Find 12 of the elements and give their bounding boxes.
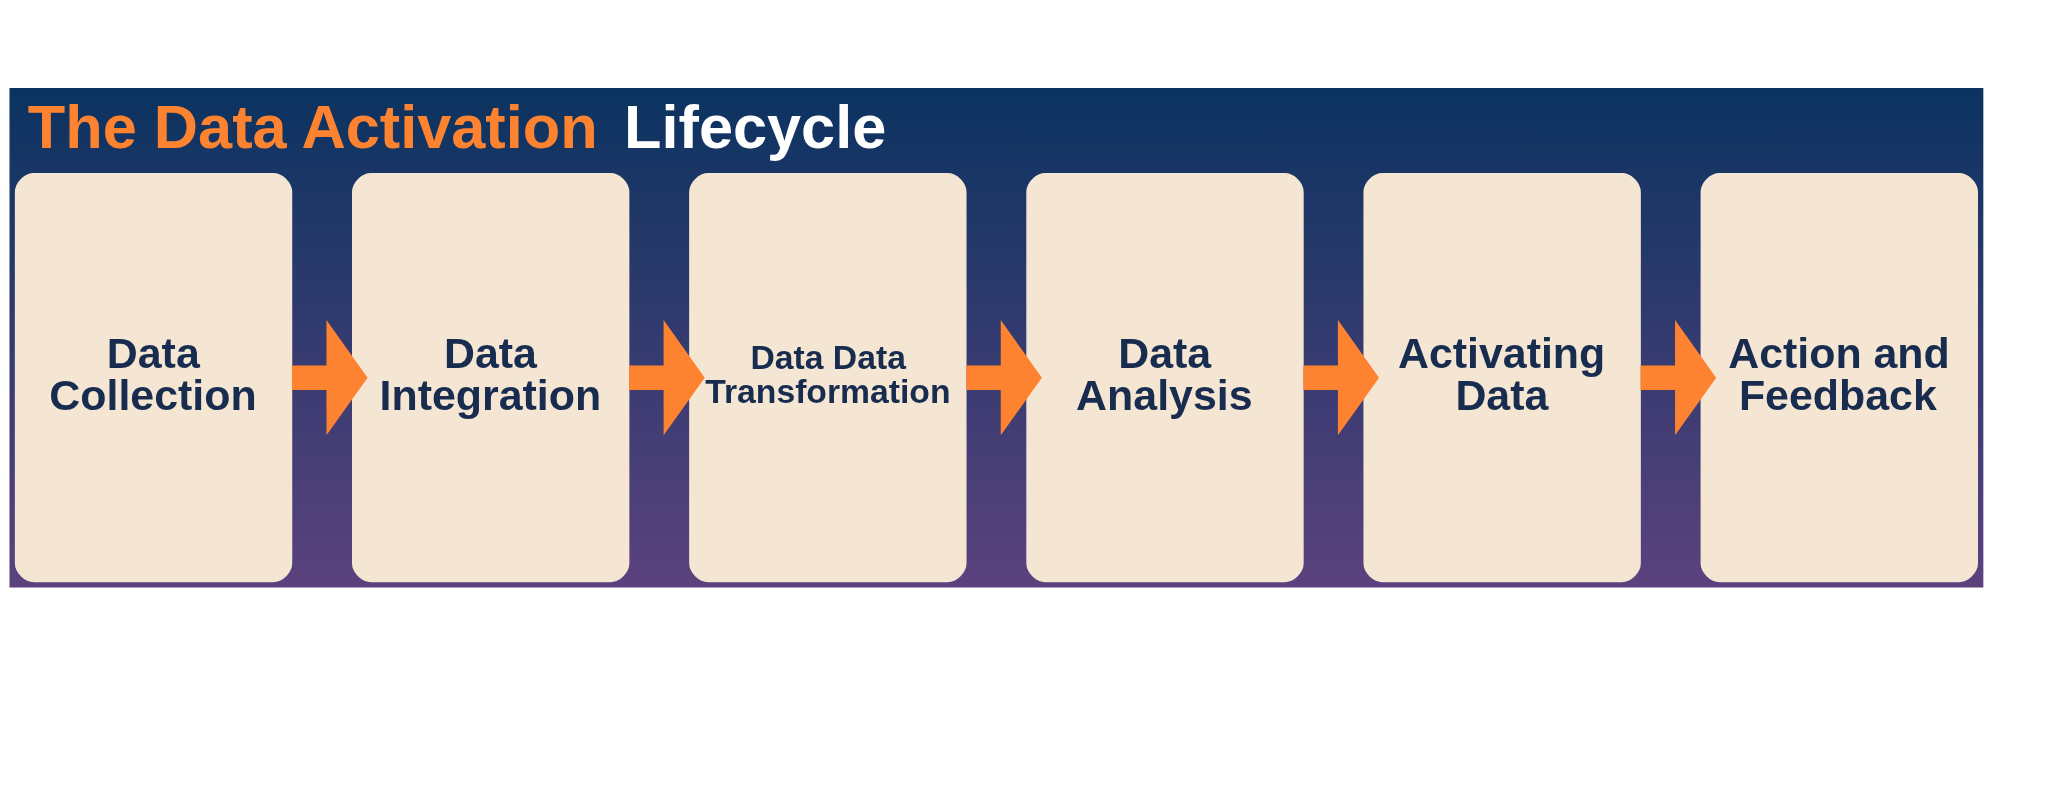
node-box: Data Analysis — [1026, 172, 1304, 582]
node-box: Data Integration — [352, 172, 630, 582]
arrow — [1640, 319, 1717, 435]
arrow — [291, 319, 368, 435]
arrow — [1303, 319, 1380, 435]
node-box: Data Data Transformation — [689, 172, 967, 582]
node-box: Action and Feedback — [1700, 172, 1978, 582]
diagram-title: The Data Activation Lifecycle — [27, 92, 887, 161]
node-box: Data Collection — [14, 172, 293, 582]
node-box: Activating Data — [1363, 172, 1641, 582]
arrow — [966, 319, 1042, 435]
arrow — [629, 319, 705, 435]
